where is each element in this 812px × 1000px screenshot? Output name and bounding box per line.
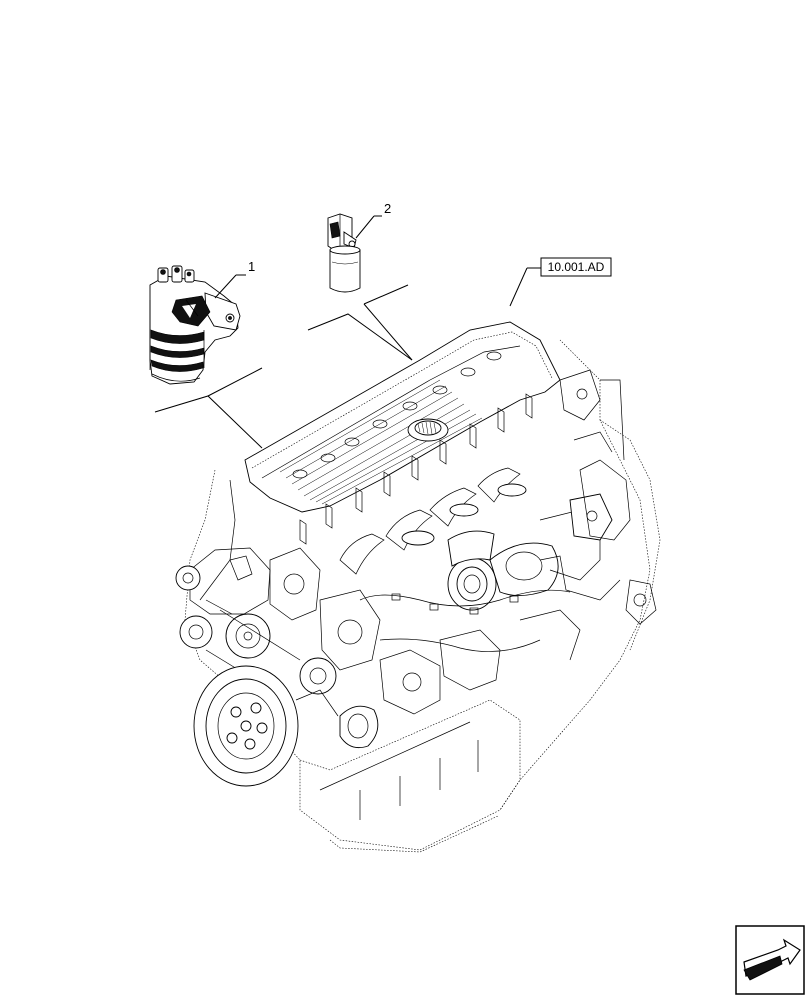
callout-2-label: 2 — [384, 201, 391, 216]
reference-box-label: 10.001.AD — [548, 260, 605, 274]
engine-assembly-icon — [175, 321, 661, 853]
reference-box-leader-diag — [509, 267, 528, 307]
callout-1-label: 1 — [248, 259, 255, 274]
callout-1[interactable]: 1 — [214, 259, 255, 299]
fuel-filter-assembly-icon[interactable] — [149, 265, 241, 385]
pointer-lines — [154, 284, 413, 449]
reference-box-frame — [540, 257, 612, 277]
callout-2[interactable]: 2 — [355, 201, 391, 239]
reference-box[interactable]: 10.001.AD — [509, 257, 612, 307]
callout-1-leader — [214, 274, 237, 299]
next-page-arrow-icon[interactable] — [735, 925, 805, 995]
fuel-filter-cartridge-icon[interactable] — [327, 213, 361, 293]
callout-2-leader — [355, 215, 375, 239]
